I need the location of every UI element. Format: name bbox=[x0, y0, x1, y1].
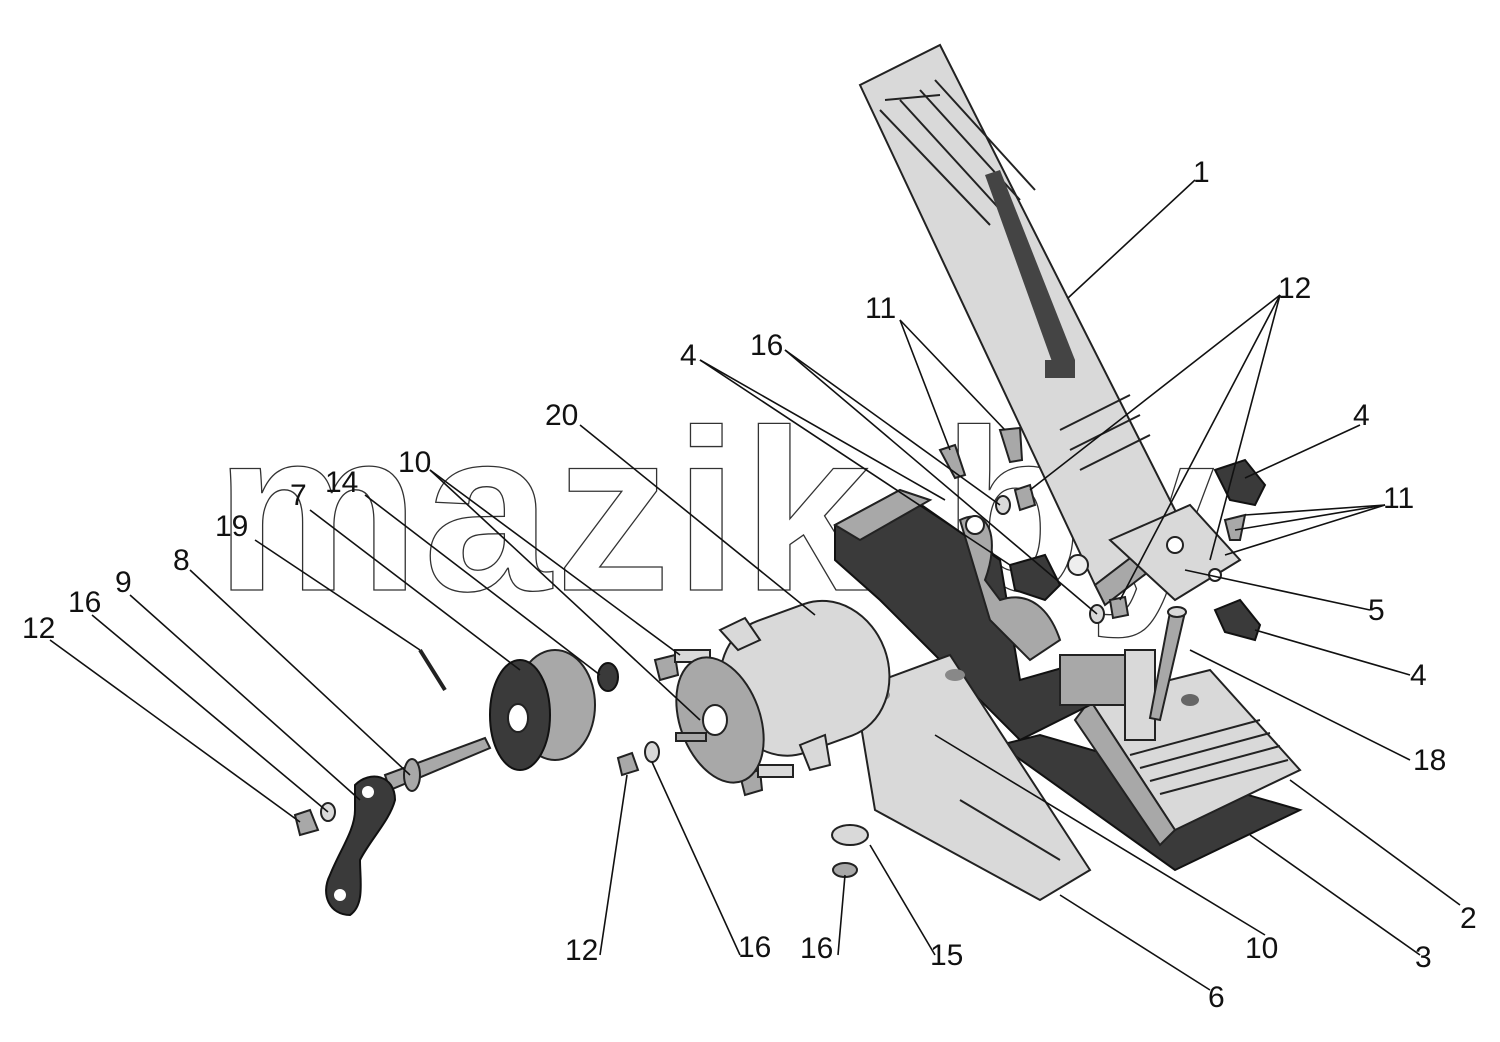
callout-16-top: 16 bbox=[750, 329, 783, 362]
callout-16-left: 16 bbox=[68, 586, 101, 619]
callout-1: 1 bbox=[1193, 156, 1210, 189]
callout-3: 3 bbox=[1415, 941, 1432, 974]
callout-12-left: 12 bbox=[22, 612, 55, 645]
callout-10-top: 10 bbox=[398, 446, 431, 479]
callout-19: 19 bbox=[215, 510, 248, 543]
callout-10-bottom: 10 bbox=[1245, 932, 1278, 965]
callout-8: 8 bbox=[173, 544, 190, 577]
callout-labels: 1 12 11 16 4 20 10 14 7 19 8 9 16 12 4 1… bbox=[22, 156, 1477, 1014]
callout-12-top: 12 bbox=[1278, 272, 1311, 305]
cotter-pin-part bbox=[418, 648, 447, 692]
screw-part bbox=[938, 426, 1247, 541]
mounting-plate-part bbox=[853, 653, 1092, 902]
callout-16-center: 16 bbox=[738, 931, 771, 964]
callout-18: 18 bbox=[1413, 744, 1446, 777]
nut-part-lower bbox=[832, 862, 858, 878]
nut-part-left bbox=[293, 808, 320, 837]
pedal-part bbox=[858, 43, 1242, 607]
callout-11-top: 11 bbox=[865, 292, 896, 325]
pin-part bbox=[1148, 606, 1187, 722]
leader-lines bbox=[49, 179, 1461, 991]
callout-16-bottom: 16 bbox=[800, 932, 833, 965]
callout-6: 6 bbox=[1208, 981, 1225, 1014]
callout-20: 20 bbox=[545, 399, 578, 432]
washer-part-14 bbox=[597, 662, 619, 692]
callout-15: 15 bbox=[930, 939, 963, 972]
callout-14: 14 bbox=[325, 466, 358, 499]
callout-12-center: 12 bbox=[565, 934, 598, 967]
callout-2: 2 bbox=[1460, 902, 1477, 935]
callout-11-right: 11 bbox=[1383, 482, 1414, 515]
washer-part-center bbox=[644, 741, 660, 763]
callout-4-right-top: 4 bbox=[1353, 399, 1370, 432]
callout-5: 5 bbox=[1368, 594, 1385, 627]
callout-9: 9 bbox=[115, 566, 132, 599]
lever-part bbox=[325, 775, 397, 917]
bushing-part bbox=[1008, 458, 1267, 642]
callout-4-right: 4 bbox=[1410, 659, 1427, 692]
roller-part bbox=[489, 649, 596, 771]
nut-part-center bbox=[616, 751, 640, 777]
callout-4-top: 4 bbox=[680, 339, 697, 372]
axle-part bbox=[383, 736, 492, 792]
callout-7: 7 bbox=[290, 479, 307, 512]
cylinder-part bbox=[675, 599, 891, 784]
washer-part bbox=[831, 824, 869, 846]
